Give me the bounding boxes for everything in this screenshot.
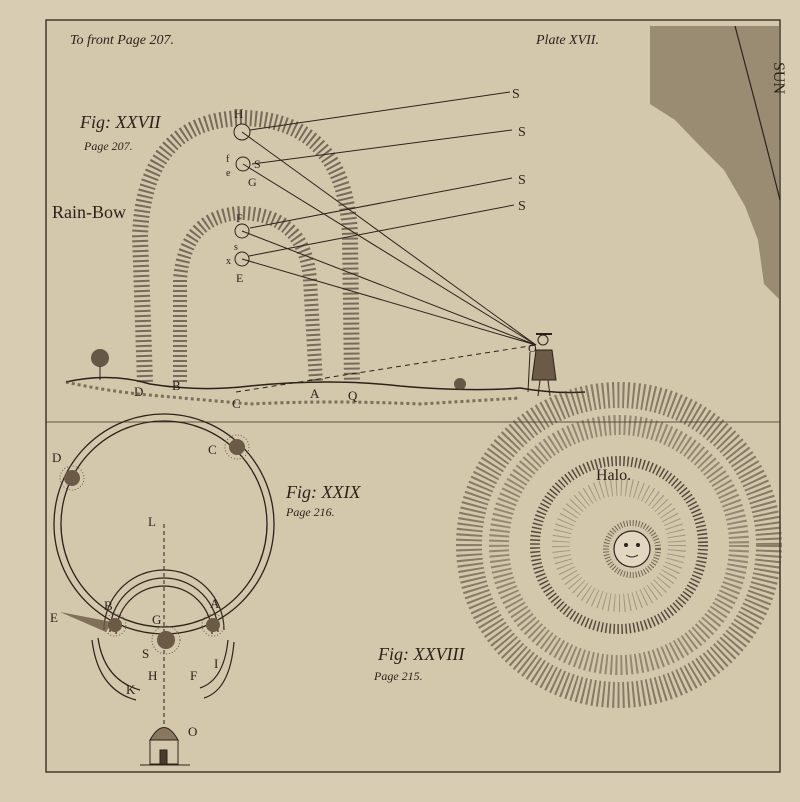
fig27-page: Page 207. xyxy=(83,139,133,153)
fig29-point-s: S xyxy=(142,646,149,661)
plate-title: Plate XVII. xyxy=(535,33,599,48)
point-g: G xyxy=(248,175,257,189)
fig29-point-a: A xyxy=(210,596,220,611)
mock-sun-c xyxy=(224,434,250,460)
sun-label-4: S xyxy=(518,199,526,214)
fig29-point-f: F xyxy=(190,668,197,683)
point-c: C xyxy=(232,396,241,411)
fig29-point-l: L xyxy=(148,514,156,529)
true-sun-s xyxy=(151,625,181,655)
sun-rays-hatching xyxy=(650,26,780,300)
halo-inner-ring xyxy=(552,478,686,612)
point-e-small: e xyxy=(226,168,231,179)
halo-sun-rays xyxy=(603,520,661,578)
observatory-tower xyxy=(140,727,190,766)
fig29-page: Page 216. xyxy=(285,505,335,519)
front-page-note: To front Page 207. xyxy=(70,33,174,48)
ground-hatching xyxy=(65,380,521,406)
point-f-small: f xyxy=(226,154,230,165)
halo-sun-face xyxy=(613,530,651,568)
fig29-title: Fig: XXIX xyxy=(285,482,361,502)
incident-sun-rays xyxy=(248,91,515,257)
fig29-point-b: B xyxy=(104,598,113,613)
point-a: A xyxy=(310,386,320,401)
sun-label-1: S xyxy=(512,87,520,102)
fig29-point-h: H xyxy=(148,668,157,683)
fig29-point-c: C xyxy=(208,442,217,457)
figure-28-halo: Halo. xyxy=(456,382,782,708)
point-s-lower: s xyxy=(234,242,238,253)
point-q: Q xyxy=(348,388,358,403)
rays-to-eye xyxy=(241,131,537,346)
fig29-point-o: O xyxy=(188,724,197,739)
observer-figure xyxy=(527,333,557,397)
sun-disc-edge xyxy=(734,25,781,201)
point-e: E xyxy=(236,271,243,285)
point-f: F xyxy=(236,211,243,225)
bush-right xyxy=(454,378,466,390)
fig28-title: Fig: XXVIII xyxy=(377,644,465,664)
figure-29-parhelia: D C L E B G A S H F I K O Fig: XXIX Page… xyxy=(50,413,361,766)
halo-outer-ring xyxy=(456,382,782,708)
point-s-small: S xyxy=(254,157,261,171)
sun-face-right-eye xyxy=(636,543,640,547)
fig29-point-g: G xyxy=(152,612,161,627)
mock-sun-d xyxy=(59,465,85,491)
figure-27-rainbow: Fig: XXVII Page 207. Rain-Bow S S S xyxy=(52,87,586,411)
bush-left xyxy=(91,349,109,380)
mock-sun-b xyxy=(103,613,127,637)
halo-label: Halo. xyxy=(596,467,631,484)
point-b: B xyxy=(172,378,181,393)
mock-sun-a xyxy=(201,613,225,637)
sun-face-mouth xyxy=(625,554,639,558)
ground-line xyxy=(65,376,586,394)
fig28-page: Page 215. xyxy=(373,669,423,683)
fig29-point-e: E xyxy=(50,610,58,625)
tail-e xyxy=(60,612,112,632)
point-d: D xyxy=(134,384,143,399)
halo-dark-ring xyxy=(530,456,708,634)
sun-label: SUN xyxy=(770,62,787,94)
outer-circle-b xyxy=(60,420,268,628)
halo-middle-ring xyxy=(489,415,749,675)
eye-axis-dashed xyxy=(235,344,537,393)
fig29-point-k: K xyxy=(126,682,136,697)
inner-halo-arcs xyxy=(91,569,235,701)
fig29-point-d: D xyxy=(52,450,61,465)
sun-label-2: S xyxy=(518,125,526,140)
rainbow-label: Rain-Bow xyxy=(52,202,126,222)
point-o: O xyxy=(528,341,537,355)
sun-label-3: S xyxy=(518,173,526,188)
point-h: H xyxy=(234,106,243,121)
fig27-title: Fig: XXVII xyxy=(79,112,161,132)
point-x: x xyxy=(226,256,231,267)
inner-rainbow-arc xyxy=(173,205,323,383)
fig29-point-i: I xyxy=(214,656,218,671)
sun-face-left-eye xyxy=(624,543,628,547)
sun-band: SUN xyxy=(650,25,787,300)
